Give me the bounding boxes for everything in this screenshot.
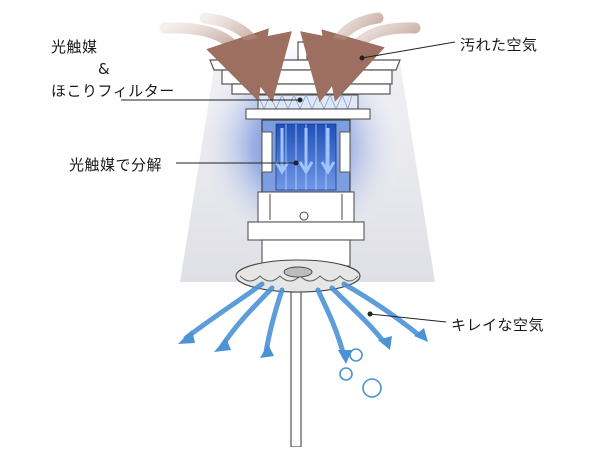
dirty-air-label: 汚れた空気 xyxy=(460,36,538,54)
dust-filter-label: ほこりフィルター xyxy=(51,82,175,100)
fan-housing xyxy=(247,191,365,267)
clean-air-arrowheads xyxy=(178,328,428,364)
decompose-label: 光触媒で分解 xyxy=(69,156,163,174)
photocatalyst-chamber xyxy=(261,119,351,193)
clean-air-arrows xyxy=(183,281,423,359)
stand-pole xyxy=(290,291,302,448)
dirty-air-arrows xyxy=(159,12,421,103)
leader-lines xyxy=(121,41,456,323)
fan-disk xyxy=(235,259,361,293)
clean-air-label: キレイな空気 xyxy=(451,316,545,334)
ampersand-label: & xyxy=(98,60,111,78)
clean-air-bubbles xyxy=(339,348,382,398)
dust-filter xyxy=(245,93,371,120)
photocatalyst-label: 光触媒 xyxy=(51,38,98,56)
